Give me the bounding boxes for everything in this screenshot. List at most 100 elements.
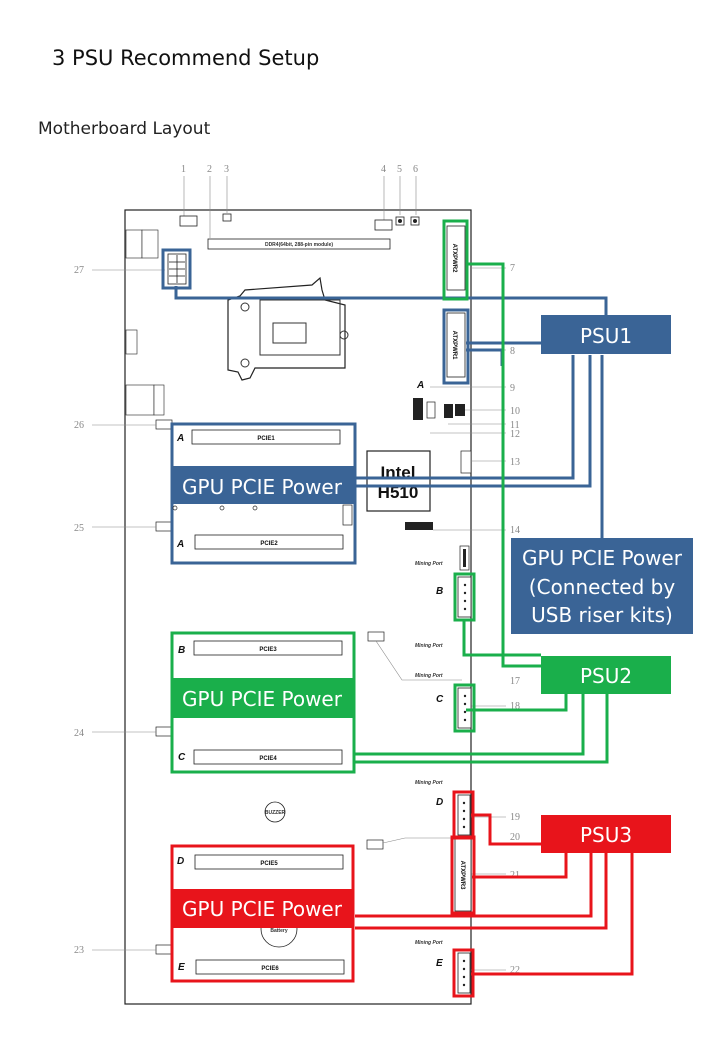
callout-13: 13: [510, 457, 520, 468]
slot-letter: E: [178, 962, 185, 973]
atxpwr1-connector: [446, 312, 466, 378]
mining-port-label-4: Mining Port: [415, 780, 443, 786]
callout-11: 11: [510, 420, 520, 431]
callout-27: 27: [74, 265, 84, 276]
psu3-cables: [355, 813, 634, 976]
board-outline: [124, 209, 472, 1005]
callout-18: 18: [510, 701, 520, 712]
atxpwr2-label: ATXPWR2: [451, 244, 457, 274]
riser-note-line-3: USB riser kits): [531, 603, 673, 627]
fan-header-25: [155, 521, 173, 532]
molex-c-highlight: [453, 683, 476, 733]
pcie-slot-5: D PCIE5: [177, 854, 344, 870]
battery-label: Battery: [270, 928, 287, 934]
gpu-power-label-1: GPU PCIE Power: [182, 475, 343, 499]
riser-note-line-1: GPU PCIE Power: [522, 546, 683, 570]
chipset-label-2: H510: [378, 483, 419, 502]
callout-2: 2: [207, 164, 212, 175]
callout-6: 6: [413, 164, 418, 175]
fan-header-23: [155, 944, 173, 955]
callout-26: 26: [74, 420, 84, 431]
fan-header-26: [155, 419, 173, 430]
slot-name: PCIE5: [260, 861, 278, 867]
callout-20: 20: [510, 832, 520, 843]
header-9: [413, 398, 423, 420]
sata-port: [460, 450, 472, 474]
molex-letter-e: E: [436, 958, 443, 969]
mining-port-label-1: Mining Port: [415, 561, 443, 567]
callout-10: 10: [510, 406, 520, 417]
usb-port-top: [141, 229, 159, 259]
molex-letter-b: B: [436, 586, 443, 597]
psu1-cables: [174, 286, 608, 545]
callout-25: 25: [74, 523, 84, 534]
atxpwr3-highlight: [450, 835, 476, 915]
molex-b-highlight: [453, 572, 476, 622]
callout-19: 19: [510, 812, 520, 823]
callout-8: 8: [510, 346, 515, 357]
ddr-label: DDR4(64bit, 288-pin module): [265, 242, 333, 248]
gpu-power-banner-1: [172, 466, 355, 504]
ddr-slot: [207, 238, 391, 250]
pcie-slot-2: A PCIE2: [176, 534, 344, 550]
buzzer-label: BUZZER: [265, 810, 286, 816]
pcie-slot-4: C PCIE4: [178, 749, 343, 765]
slot-letter: A: [176, 539, 184, 550]
fan-header-17: [367, 631, 385, 642]
header-14: [405, 522, 433, 530]
callout-5: 5: [397, 164, 402, 175]
slot-letter: C: [178, 752, 186, 763]
molex-e-highlight: [452, 948, 475, 998]
psu1-label: PSU1: [580, 324, 632, 348]
slot-name: PCIE6: [261, 966, 279, 972]
atxpwr3-label: ATXPWR3: [459, 861, 465, 891]
top-callouts: 1 2 3 4 5 6: [181, 164, 418, 238]
molex-b: [457, 576, 472, 618]
pcie-slot-1: A PCIE1: [176, 429, 341, 445]
psu3-box: [541, 815, 671, 853]
psu3-label: PSU3: [580, 823, 632, 847]
callout-17: 17: [510, 676, 520, 687]
cpu-socket: [227, 276, 349, 381]
psu2-cables: [355, 262, 609, 764]
callout-9: 9: [510, 383, 515, 394]
ps2-port: [125, 229, 143, 259]
callout-12: 12: [510, 429, 520, 440]
molex-c: [457, 687, 472, 729]
fan-header-1: [179, 215, 198, 227]
slot-name: PCIE3: [259, 647, 277, 653]
mining-port-label-3: Mining Port: [415, 673, 443, 679]
riser-note-line-2: (Connected by: [529, 575, 676, 599]
molex-letter-c: C: [436, 694, 444, 705]
molex-e: [457, 952, 471, 994]
molex-letter-a: A: [416, 380, 424, 391]
callout-22: 22: [510, 965, 520, 976]
psu2-box: [541, 656, 671, 694]
callout-23: 23: [74, 945, 84, 956]
riser-power-note: [511, 538, 693, 634]
slot-name: PCIE4: [259, 756, 277, 762]
left-callouts: 27 26 25 24 23: [74, 265, 165, 956]
gpu-power-banner-2: [172, 678, 354, 718]
molex-letter-d: D: [436, 797, 443, 808]
psu2-label: PSU2: [580, 664, 632, 688]
gpu-power-label-2: GPU PCIE Power: [182, 687, 343, 711]
header-12: [426, 401, 436, 419]
callout-24: 24: [74, 728, 84, 739]
usb3-port: [125, 384, 155, 416]
section-title: Motherboard Layout: [38, 119, 211, 139]
slot-name: PCIE2: [260, 541, 278, 547]
buzzer: [264, 801, 286, 823]
slot-letter: D: [177, 856, 184, 867]
jumper-3: [222, 213, 232, 222]
rj45-port: [153, 384, 165, 416]
gpu-power-label-3: GPU PCIE Power: [182, 897, 343, 921]
atxpwr2-connector: [446, 225, 466, 291]
molex-d: [457, 794, 471, 836]
atxpwr1-label: ATXPWR1: [451, 331, 457, 361]
pcie-slot-6: E PCIE6: [178, 959, 345, 975]
gpu-power-banner-3: [172, 889, 353, 928]
atxpwr2-highlight: [442, 219, 469, 301]
header-11: [444, 404, 453, 418]
